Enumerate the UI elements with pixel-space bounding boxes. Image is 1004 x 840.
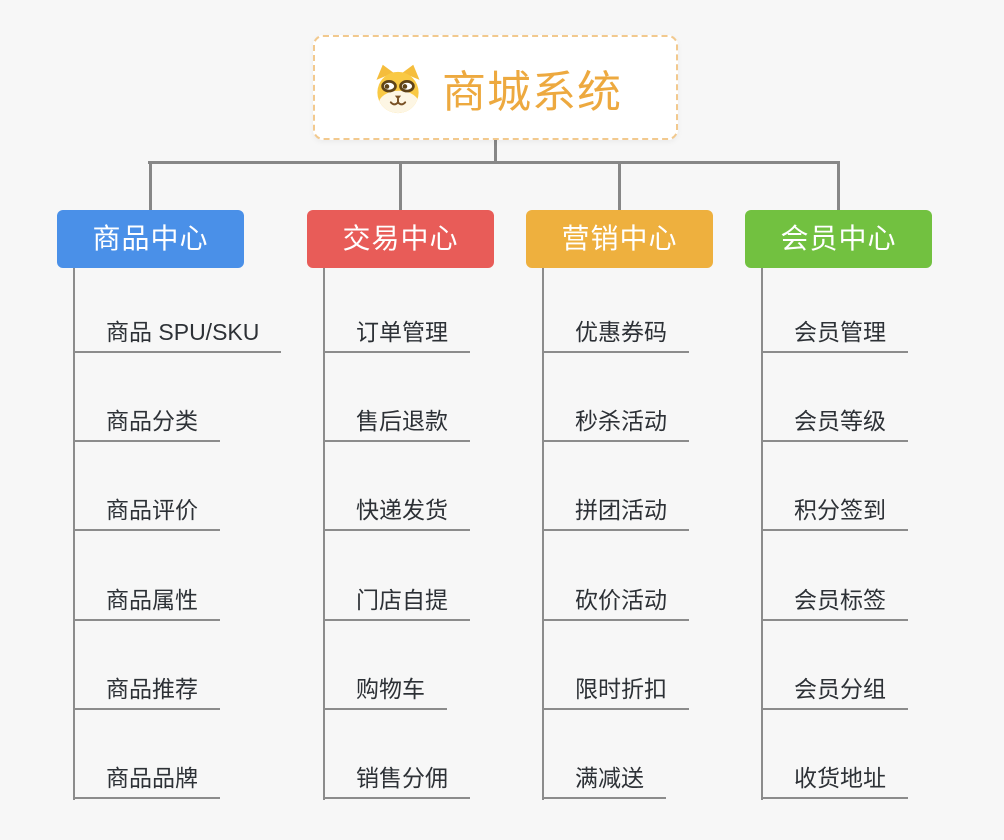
branch-item[interactable]: 销售分佣 [323,763,470,799]
shiba-dog-icon [369,62,427,114]
branch-item[interactable]: 优惠券码 [542,317,689,353]
branch-item[interactable]: 会员标签 [761,585,908,621]
branch-2: 交易中心订单管理售后退款快递发货门店自提购物车销售分佣 [307,210,557,810]
connector-branch-drop-1 [148,161,152,210]
connector-branch-drop-4 [836,161,840,210]
branch-item[interactable]: 商品推荐 [73,674,220,710]
branch-item[interactable]: 商品 SPU/SKU [73,317,282,353]
branch-item[interactable]: 商品属性 [73,585,220,621]
branch-item[interactable]: 会员管理 [761,317,908,353]
branch-item[interactable]: 订单管理 [323,317,470,353]
branch-item[interactable]: 售后退款 [323,406,470,442]
root-node[interactable]: 商城系统 [313,35,678,140]
branch-item[interactable]: 商品评价 [73,495,220,531]
branch-item[interactable]: 购物车 [323,674,447,710]
branch-item[interactable]: 商品品牌 [73,763,220,799]
branch-spine-line [542,268,544,800]
branch-1: 商品中心商品 SPU/SKU 商品分类商品评价商品属性商品推荐商品品牌 [57,210,307,810]
branch-spine-line [323,268,325,800]
branch-item[interactable]: 快递发货 [323,495,470,531]
branch-item[interactable]: 满减送 [542,763,666,799]
branch-item[interactable]: 商品分类 [73,406,220,442]
branch-header[interactable]: 会员中心 [745,210,932,268]
connector-root-drop [494,140,497,164]
connector-branch-drop-3 [617,161,621,210]
branch-item[interactable]: 砍价活动 [542,585,689,621]
connector-main-horizontal [148,161,840,164]
branch-item[interactable]: 限时折扣 [542,674,689,710]
branch-item[interactable]: 积分签到 [761,495,908,531]
branch-3: 营销中心优惠券码秒杀活动拼团活动砍价活动限时折扣满减送 [526,210,776,810]
branch-spine-line [73,268,75,800]
branch-item[interactable]: 门店自提 [323,585,470,621]
branch-item[interactable]: 会员等级 [761,406,908,442]
branch-header[interactable]: 营销中心 [526,210,713,268]
connector-branch-drop-2 [398,161,402,210]
branch-spine-line [761,268,763,800]
branch-item[interactable]: 秒杀活动 [542,406,689,442]
branch-4: 会员中心会员管理会员等级积分签到会员标签会员分组收货地址 [745,210,995,810]
branch-item[interactable]: 会员分组 [761,674,908,710]
branch-item[interactable]: 拼团活动 [542,495,689,531]
branch-header[interactable]: 商品中心 [57,210,244,268]
branch-header[interactable]: 交易中心 [307,210,494,268]
branch-item[interactable]: 收货地址 [761,763,908,799]
root-title: 商城系统 [442,67,622,117]
